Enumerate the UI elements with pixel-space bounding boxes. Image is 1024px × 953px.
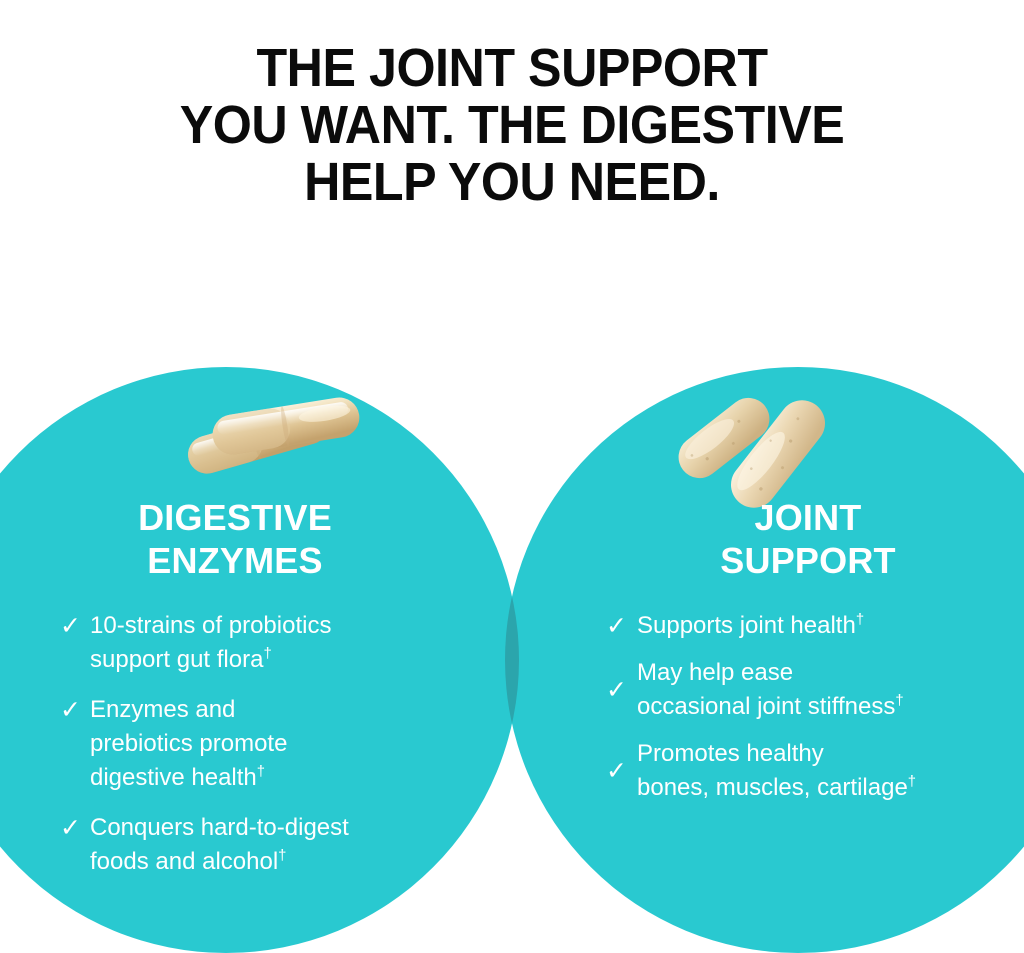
page-title: THE JOINT SUPPORT YOU WANT. THE DIGESTIV… bbox=[179, 38, 845, 213]
list-item-label: May help ease occasional joint stiffness… bbox=[637, 659, 904, 720]
list-item-label: Enzymes and prebiotics promote digestive… bbox=[90, 696, 288, 791]
list-item-label: Supports joint health† bbox=[637, 612, 865, 639]
digestive-enzymes-panel: DIGESTIVE ENZYMES ✓ 10-strains of probio… bbox=[22, 388, 448, 895]
dagger-icon: † bbox=[907, 774, 917, 790]
right-pill-art-spacer bbox=[596, 388, 1020, 496]
right-circle-shape bbox=[505, 367, 1024, 953]
joint-support-panel: JOINT SUPPORT ✓ Supports joint health† ✓… bbox=[596, 388, 1020, 818]
list-item-label: Promotes healthy bones, muscles, cartila… bbox=[637, 740, 917, 801]
check-icon: ✓ bbox=[60, 814, 81, 842]
list-item-label: 10-strains of probiotics support gut flo… bbox=[90, 612, 332, 673]
list-item: ✓ Conquers hard-to-digest foods and alco… bbox=[60, 811, 448, 879]
left-circle-shape bbox=[0, 367, 519, 953]
left-pill-art-spacer bbox=[22, 388, 448, 496]
check-icon: ✓ bbox=[606, 757, 627, 785]
dagger-icon: † bbox=[895, 693, 904, 709]
list-item: ✓ May help ease occasional joint stiffne… bbox=[606, 656, 1020, 724]
check-icon: ✓ bbox=[60, 696, 81, 724]
joint-benefits-list: ✓ Supports joint health† ✓ May help ease… bbox=[596, 609, 1020, 805]
list-item: ✓ Enzymes and prebiotics promote digesti… bbox=[60, 693, 448, 795]
right-circle-heading: JOINT SUPPORT bbox=[720, 497, 896, 581]
list-item-label: Conquers hard-to-digest foods and alcoho… bbox=[90, 814, 349, 875]
dagger-icon: † bbox=[263, 646, 272, 662]
left-circle-heading: DIGESTIVE ENZYMES bbox=[138, 497, 332, 581]
two-capsules-icon bbox=[188, 397, 360, 474]
two-caplets-icon bbox=[678, 397, 826, 508]
digestive-benefits-list: ✓ 10-strains of probiotics support gut f… bbox=[22, 609, 448, 879]
list-item: ✓ Promotes healthy bones, muscles, carti… bbox=[606, 737, 1020, 805]
list-item: ✓ 10-strains of probiotics support gut f… bbox=[60, 609, 448, 677]
check-icon: ✓ bbox=[606, 612, 627, 640]
dagger-icon: † bbox=[855, 612, 865, 628]
check-icon: ✓ bbox=[60, 612, 81, 640]
check-icon: ✓ bbox=[606, 676, 627, 704]
list-item: ✓ Supports joint health† bbox=[606, 609, 1020, 643]
dagger-icon: † bbox=[256, 764, 266, 780]
dagger-icon: † bbox=[278, 848, 287, 864]
